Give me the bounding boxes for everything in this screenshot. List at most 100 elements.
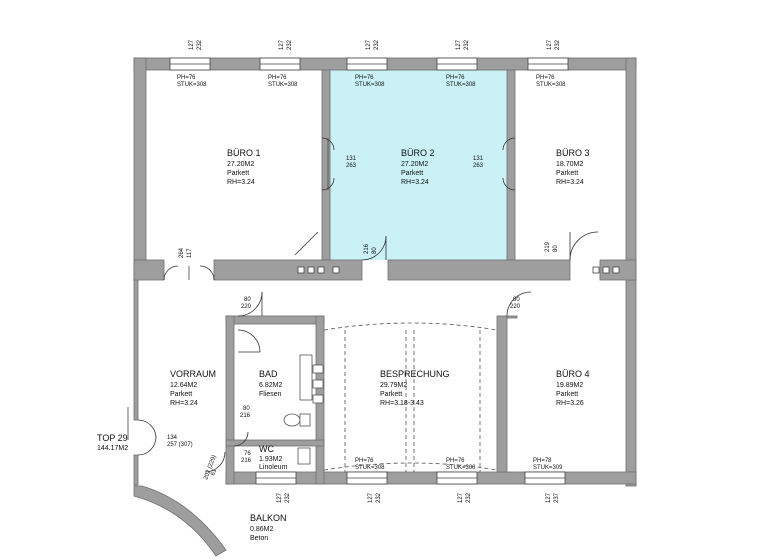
svg-text:131: 131 <box>473 156 484 162</box>
win-dim-a: 127 <box>456 39 462 50</box>
win-dim-a: 127 <box>366 39 372 50</box>
room-name: BAD <box>259 369 278 379</box>
room-area: 0.86M2 <box>250 526 273 533</box>
room-label-buero1: BÜRO 1 27.20M2 Parkett RH=3.24 <box>227 148 261 186</box>
room-floor: Parkett <box>380 391 402 398</box>
room-floor: Parkett <box>170 391 192 398</box>
balcony <box>133 485 227 557</box>
svg-text:STUK=308: STUK=308 <box>446 82 476 88</box>
svg-text:80: 80 <box>243 406 250 412</box>
window-height-labels: PH=76 STUK=308 PH=76 STUK=308 PH=76 STUK… <box>177 75 566 471</box>
room-floor: Parkett <box>227 170 249 177</box>
svg-text:134: 134 <box>167 435 178 441</box>
svg-text:80: 80 <box>244 297 251 303</box>
win-dim-a: 127 <box>458 492 464 503</box>
room-label-wc: WC 1.93M2 Linoleum <box>259 444 288 471</box>
room-floor: Fliesen <box>259 391 282 398</box>
unit-name: TOP 29 <box>97 433 128 443</box>
svg-text:76: 76 <box>244 451 251 457</box>
win-dim-a: 127 <box>546 492 552 503</box>
svg-text:219: 219 <box>545 241 551 252</box>
room-height: RH=3.26 <box>556 400 584 407</box>
svg-text:61: 61 <box>210 468 218 477</box>
sliding-partitions <box>323 322 498 472</box>
svg-text:PH=78: PH=78 <box>533 458 552 464</box>
svg-text:264: 264 <box>179 247 185 258</box>
room-name: BESPRECHUNG <box>380 369 450 379</box>
win-dim-a: 127 <box>547 39 553 50</box>
room-floor: Parkett <box>556 391 578 398</box>
room-label-vorraum: VORRAUM 12.64M2 Parkett RH=3.24 <box>170 369 216 407</box>
win-dim-b: 232 <box>374 39 380 50</box>
room-name: WC <box>259 444 274 454</box>
svg-text:80: 80 <box>513 297 520 303</box>
svg-text:STUK=308: STUK=308 <box>268 82 298 88</box>
svg-text:117: 117 <box>187 248 193 258</box>
room-label-buero3: BÜRO 3 18.70M2 Parkett RH=3.24 <box>556 148 590 186</box>
buero2-highlight <box>330 70 507 260</box>
win-dim-b: 232 <box>555 39 561 50</box>
win-dim-a: 127 <box>277 492 283 503</box>
room-area: 27.20M2 <box>227 161 254 168</box>
svg-text:131: 131 <box>346 156 357 162</box>
svg-text:PH=76: PH=76 <box>536 75 555 81</box>
room-area: 18.70M2 <box>556 161 583 168</box>
room-area: 12.64M2 <box>170 382 197 389</box>
win-dim-b: 237 <box>554 492 560 503</box>
unit-area: 144.17M2 <box>97 445 128 452</box>
room-name: BALKON <box>250 513 287 523</box>
win-dim-b: 232 <box>376 492 382 503</box>
svg-text:80: 80 <box>553 245 559 252</box>
win-dim-b: 232 <box>466 492 472 503</box>
unit-label: TOP 29 144.17M2 <box>97 407 129 452</box>
room-area: 6.82M2 <box>259 382 282 389</box>
top-windows <box>169 57 569 71</box>
svg-text:STUK=309: STUK=309 <box>533 465 563 471</box>
room-floor: Linoleum <box>259 464 288 471</box>
room-name: BÜRO 1 <box>227 148 261 158</box>
svg-text:STUK=308: STUK=308 <box>177 82 207 88</box>
room-height: RH=3.18-3.43 <box>380 400 424 407</box>
bottom-windows <box>255 471 566 485</box>
svg-text:257 (307): 257 (307) <box>167 442 193 448</box>
win-dim-b: 232 <box>464 39 470 50</box>
win-dim-a: 127 <box>279 39 285 50</box>
svg-text:263: 263 <box>473 163 484 169</box>
doors <box>137 137 599 473</box>
win-dim-b: 232 <box>197 39 203 50</box>
room-area: 27.20M2 <box>401 161 428 168</box>
svg-text:STUK=308: STUK=308 <box>446 465 476 471</box>
bathroom-fixtures <box>283 354 324 465</box>
svg-text:216: 216 <box>241 458 252 464</box>
svg-text:216: 216 <box>364 243 370 254</box>
svg-text:STUK=308: STUK=308 <box>355 82 385 88</box>
room-area: 19.89M2 <box>556 382 583 389</box>
room-floor: Parkett <box>556 170 578 177</box>
room-label-balkon: BALKON 0.86M2 Beton <box>250 513 287 542</box>
room-name: VORRAUM <box>170 369 216 379</box>
svg-text:PH=76: PH=76 <box>446 75 465 81</box>
svg-text:STUK=308: STUK=308 <box>536 82 566 88</box>
room-label-buero4: BÜRO 4 19.89M2 Parkett RH=3.26 <box>556 369 590 407</box>
svg-text:PH=76: PH=76 <box>355 458 374 464</box>
svg-text:PH=76: PH=76 <box>446 458 465 464</box>
room-name: BÜRO 2 <box>401 148 435 158</box>
room-height: RH=3.24 <box>227 179 255 186</box>
room-height: RH=3.24 <box>401 179 429 186</box>
svg-text:80: 80 <box>372 247 378 254</box>
win-dim-a: 127 <box>368 492 374 503</box>
room-floor: Parkett <box>401 170 423 177</box>
room-area: 29.79M2 <box>380 382 407 389</box>
room-label-buero2: BÜRO 2 27.20M2 Parkett RH=3.24 <box>401 148 435 186</box>
room-height: RH=3.24 <box>170 400 198 407</box>
room-label-besprechung: BESPRECHUNG 29.79M2 Parkett RH=3.18-3.43 <box>380 369 450 407</box>
room-name: BÜRO 3 <box>556 148 590 158</box>
svg-text:PH=76: PH=76 <box>355 75 374 81</box>
win-dim-b: 232 <box>287 39 293 50</box>
room-name: BÜRO 4 <box>556 369 590 379</box>
room-floor: Beton <box>250 535 268 542</box>
svg-text:STUK=308: STUK=308 <box>355 465 385 471</box>
svg-text:220: 220 <box>241 304 252 310</box>
svg-text:PH=76: PH=76 <box>268 75 287 81</box>
